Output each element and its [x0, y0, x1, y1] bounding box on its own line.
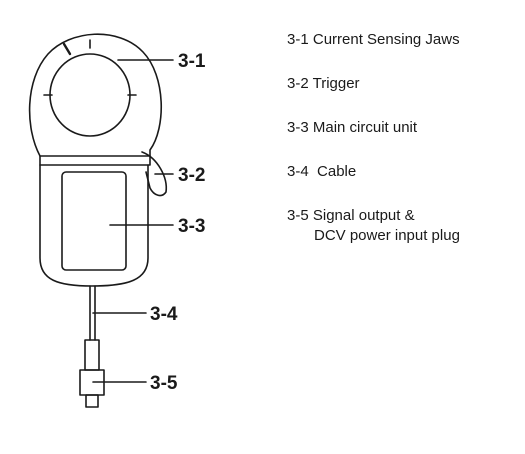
legend-text: Main circuit unit [312, 119, 418, 136]
jaw-split-line [62, 42, 72, 56]
legend-number: 3-5 [287, 207, 309, 224]
legend-text: Cable [312, 163, 357, 180]
trigger [141, 151, 167, 197]
jaws-opening [49, 53, 131, 137]
legend-number: 3-1 [287, 31, 309, 48]
legend-number: 3-2 [287, 75, 309, 92]
legend-item-3-2: 3-2 Trigger [287, 74, 360, 94]
main-unit-panel [61, 171, 127, 271]
main-unit-body [39, 164, 149, 287]
legend-number: 3-4 [287, 163, 309, 180]
legend-text: Current Sensing Jaws [312, 31, 460, 48]
plug-tip [85, 394, 99, 408]
legend-item-3-4: 3-4 Cable [287, 162, 356, 182]
callout-3-2: 3-2 [178, 165, 205, 186]
legend-text: Signal output & [312, 207, 415, 224]
legend-item-3-1: 3-1 Current Sensing Jaws [287, 30, 460, 50]
legend-number: 3-3 [287, 119, 309, 136]
callout-3-4: 3-4 [150, 304, 178, 325]
collar [39, 155, 151, 166]
callout-3-5: 3-5 [150, 373, 178, 394]
legend-text-line-2: DCV power input plug [314, 227, 460, 244]
callout-3-1: 3-1 [178, 51, 206, 72]
jaws-outer [28, 33, 163, 157]
strain-relief [84, 339, 100, 371]
legend-item-3-5: 3-5 Signal output & DCV power input plug [287, 206, 460, 246]
legend-item-3-3: 3-3 Main circuit unit [287, 118, 417, 138]
legend-text: Trigger [312, 75, 360, 92]
callout-3-3: 3-3 [178, 216, 205, 237]
